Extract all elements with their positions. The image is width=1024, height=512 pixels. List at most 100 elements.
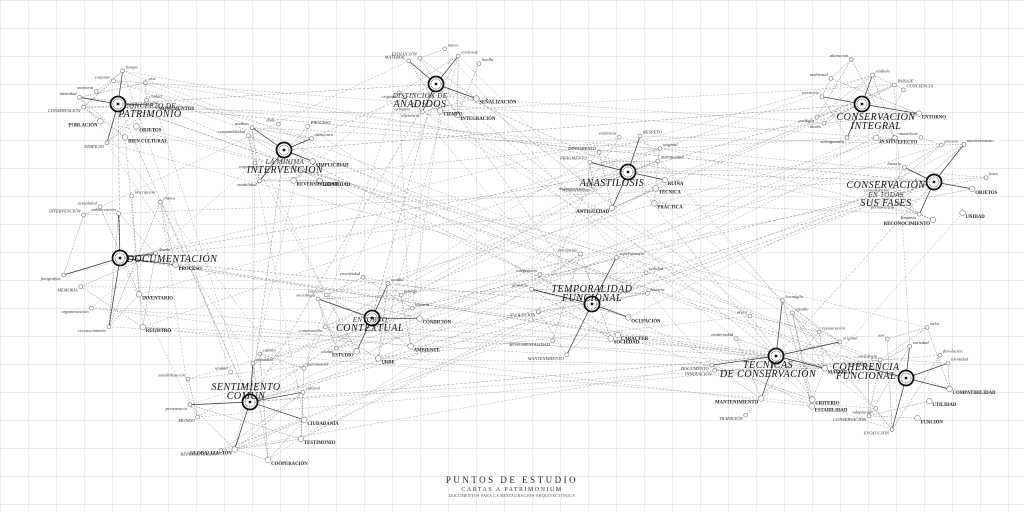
hub-link xyxy=(627,171,935,183)
node-dot xyxy=(409,306,415,311)
node-label: MANTENIMIENTO xyxy=(527,356,565,361)
spoke-line xyxy=(861,103,919,115)
link-line xyxy=(378,283,389,359)
cross-link xyxy=(119,257,191,405)
link-line xyxy=(655,179,665,189)
spoke-line xyxy=(119,257,176,266)
cross-link xyxy=(83,60,409,216)
hub-inner-ring xyxy=(928,176,940,188)
link-line xyxy=(823,74,873,124)
node-dot xyxy=(877,357,883,363)
node-dot xyxy=(81,212,86,218)
node-label: POBLACIÓN xyxy=(68,122,98,128)
hub-core xyxy=(282,148,286,152)
node-dot xyxy=(890,184,895,189)
cluster-links xyxy=(187,353,305,461)
cross-link xyxy=(894,85,910,347)
node-dot xyxy=(959,209,966,216)
node-label: PRÁCTICA xyxy=(657,204,683,210)
node-dot xyxy=(410,103,416,108)
hub-link xyxy=(117,103,251,403)
link-line xyxy=(293,161,313,181)
node-label: territorio xyxy=(802,90,820,95)
link-line xyxy=(872,74,895,86)
node-dot xyxy=(111,78,116,84)
hub-core xyxy=(370,316,374,320)
cross-link xyxy=(145,82,648,294)
cluster-title: CONCEPTO DE xyxy=(124,102,176,110)
cross-link xyxy=(252,163,256,364)
cross-link xyxy=(252,274,540,364)
cross-link xyxy=(419,318,777,357)
node-dot xyxy=(849,57,854,62)
cluster-title: CONTEXTUAL xyxy=(336,323,404,334)
link-line xyxy=(868,346,910,369)
hub-inner-ring xyxy=(244,396,256,408)
inter-cluster-links xyxy=(63,48,987,461)
cross-link xyxy=(220,181,935,451)
node-dot xyxy=(353,348,360,355)
node-dot xyxy=(614,255,619,260)
node-dot xyxy=(885,336,890,342)
link-line xyxy=(745,331,820,416)
node-dot xyxy=(136,291,143,298)
cluster-title: DOCUMENTACIÓN xyxy=(126,253,219,265)
node-dot xyxy=(645,291,650,296)
cross-link xyxy=(444,48,715,371)
cluster-title: INTEGRAL xyxy=(850,121,902,132)
node-dot xyxy=(661,176,668,183)
link-line xyxy=(812,368,825,400)
link-line xyxy=(714,368,825,371)
cross-link xyxy=(627,167,905,173)
node-dot xyxy=(420,109,425,115)
link-line xyxy=(419,48,445,59)
node-label: variedad xyxy=(913,340,930,345)
hub-link xyxy=(371,171,629,319)
node-dot xyxy=(61,272,66,278)
node-dot xyxy=(143,80,148,85)
cluster-title: FUNCIONAL xyxy=(835,371,896,382)
link-line xyxy=(868,400,930,417)
cross-link xyxy=(336,293,648,349)
cross-link xyxy=(259,123,824,182)
node-dot xyxy=(81,104,86,110)
node-dot xyxy=(901,87,906,93)
link-line xyxy=(892,186,920,215)
hub-link xyxy=(117,103,935,183)
link-line xyxy=(83,70,123,108)
cluster-sentimiento: CIUDADANÍATESTIMONIOCOOPERACIÓNGLOBALIZA… xyxy=(158,347,339,466)
link-line xyxy=(816,59,852,118)
link-line xyxy=(234,438,302,450)
node-dot xyxy=(790,310,795,316)
node-label: hormigón xyxy=(785,294,803,299)
link-line xyxy=(887,327,928,340)
spoke-line xyxy=(108,257,121,327)
link-line xyxy=(251,127,312,139)
node-dot xyxy=(93,89,99,94)
spoke-line xyxy=(891,377,907,430)
node-label: necesidad xyxy=(847,362,866,367)
node-label: MUNDO xyxy=(177,418,195,423)
node-dot xyxy=(616,134,622,140)
node-label: INVENTARIO xyxy=(142,296,173,301)
hub-link xyxy=(283,103,863,151)
node-label: historia xyxy=(650,287,665,292)
hub-inner-ring xyxy=(278,144,290,156)
hub-link xyxy=(249,317,373,403)
node-label: percepción xyxy=(557,247,579,252)
cross-link xyxy=(146,99,629,318)
cross-link xyxy=(124,137,144,328)
node-label: CONCIENCIA xyxy=(906,83,933,88)
hub-core xyxy=(118,256,122,260)
hub-inner-ring xyxy=(430,78,442,90)
cross-link xyxy=(302,179,665,393)
link-line xyxy=(63,214,84,276)
cross-link xyxy=(387,103,863,284)
cross-link xyxy=(412,105,611,339)
link-line xyxy=(106,104,156,144)
node-dot xyxy=(587,160,592,165)
node-label: CIUDADANÍA xyxy=(307,421,339,427)
cluster-entorno: CONDICIÓNAMBIENTEURBEESTUDIOciudadconser… xyxy=(296,271,451,366)
node-label: respeto xyxy=(239,164,253,169)
